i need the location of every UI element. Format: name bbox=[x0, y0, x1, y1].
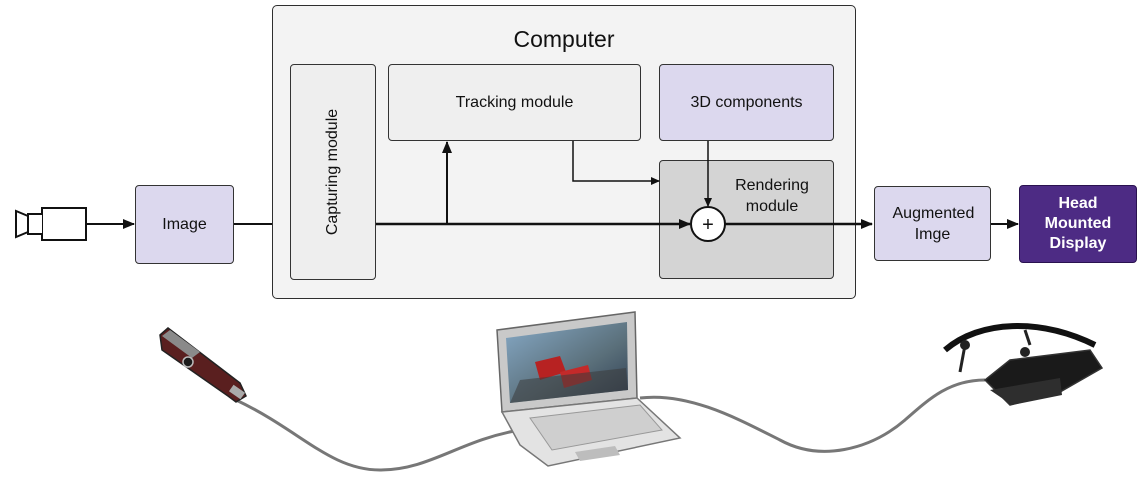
capturing-module-box: Capturing module bbox=[290, 64, 376, 280]
rendering-module-box: Rendering module bbox=[659, 160, 834, 279]
3d-components-box: 3D components bbox=[659, 64, 834, 141]
head-mounted-display-label: Head Mounted Display bbox=[1044, 195, 1112, 252]
image-box: Image bbox=[135, 185, 234, 264]
video-camera-icon bbox=[15, 207, 87, 241]
image-label: Image bbox=[162, 215, 207, 233]
rendering-module-label: Rendering module bbox=[735, 177, 809, 215]
usb-webcam-illustration bbox=[159, 327, 247, 403]
augmented-image-label: Augmented Imge bbox=[892, 204, 975, 243]
arrow-tracking-to-rendering bbox=[572, 141, 660, 185]
cable-webcam-to-laptop bbox=[235, 398, 521, 472]
video-glasses-illustration bbox=[943, 323, 1104, 406]
tracking-module-label: Tracking module bbox=[455, 93, 574, 111]
computer-title: Computer bbox=[513, 26, 615, 52]
combine-symbol: + bbox=[702, 214, 714, 236]
cable-laptop-to-glasses bbox=[639, 378, 986, 453]
laptop-illustration bbox=[496, 311, 682, 467]
3d-components-label: 3D components bbox=[690, 93, 803, 111]
tracking-module-box: Tracking module bbox=[388, 64, 641, 141]
augmented-image-box: Augmented Imge bbox=[874, 186, 991, 261]
